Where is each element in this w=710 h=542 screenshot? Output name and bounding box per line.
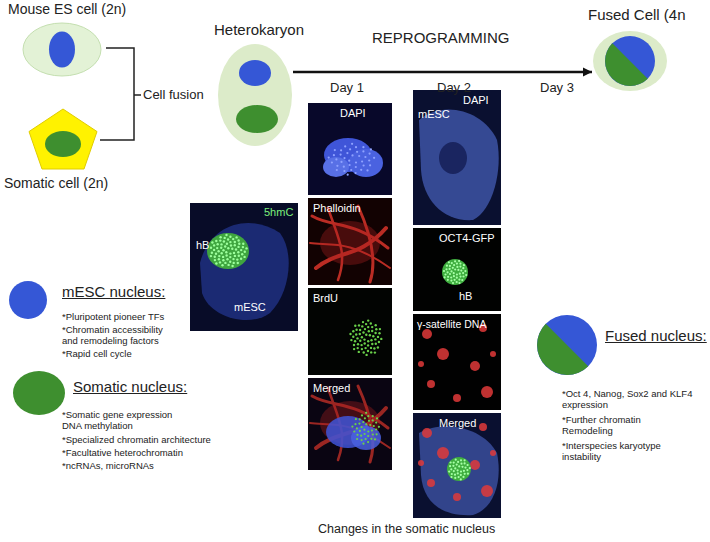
legend-heading: mESC nucleus: <box>62 283 165 301</box>
micrograph-panel: 5hmC hB mESC <box>190 203 298 331</box>
panel-label: γ-satellite DNA <box>417 318 486 330</box>
micrograph-panel: Merged <box>413 413 501 518</box>
micrograph-panel: DAPI mESC <box>413 90 501 225</box>
micrograph-panel: Merged <box>308 378 392 470</box>
heterokaryon-cell: Heterokaryon <box>217 43 293 147</box>
stage-label: Day 3 <box>540 80 574 95</box>
legend-heading: Fused nucleus: <box>605 327 707 345</box>
stage-label: REPROGRAMMING <box>372 29 510 47</box>
bullet-note: *Oct 4, Nanog, Sox2 and KLF4 expression <box>562 388 704 410</box>
bullet-note: *Further chromatin Remodeling <box>562 414 674 436</box>
bracket-stem <box>134 94 141 96</box>
bullet-note: *Pluripotent pioneer TFs <box>62 311 212 322</box>
micrograph-panel: DAPI <box>308 103 392 195</box>
micrograph-panel: γ-satellite DNA <box>413 314 501 410</box>
micrograph-panel: Phalloidin <box>308 198 392 285</box>
bullet-note: *Specialized chromatin architecture <box>62 434 252 445</box>
panel-label: Merged <box>439 417 476 430</box>
panel-label: Phalloidin <box>313 202 361 215</box>
panel-label: mESC <box>418 108 450 121</box>
bullet-note: *Rapid cell cycle <box>62 348 212 359</box>
panel-label: hB <box>459 290 472 303</box>
panel-label: OCT4-GFP <box>439 232 495 245</box>
figure-caption: Changes in the somatic nucleus <box>318 522 495 537</box>
somatic-cell: Somatic cell (2n) <box>28 108 98 170</box>
reprogramming-arrow <box>293 68 592 77</box>
bracket-line <box>100 48 134 140</box>
arrow-head <box>583 68 592 77</box>
bullet-note: *Facultative heterochromatin <box>62 447 252 458</box>
panel-label: 5hmC <box>264 206 293 219</box>
bullet-note: *Somatic gene expression DNA methylation <box>62 409 184 431</box>
cell-label: Mouse ES cell (2n) <box>8 1 126 18</box>
legend-heading: Somatic nucleus: <box>73 378 187 396</box>
somatic-cell-shape <box>28 108 98 170</box>
fused-cell-shape <box>592 30 668 92</box>
bullet-note: *ncRNAs, microRNAs <box>62 460 252 471</box>
heterokaryon-cell-shape <box>217 43 293 147</box>
cell-label: Heterokaryon <box>214 21 304 39</box>
stage-label: Day 1 <box>330 80 364 95</box>
micrograph-panel: BrdU <box>308 288 392 375</box>
cell-label: Somatic cell (2n) <box>4 175 108 192</box>
es-cell-shape <box>22 22 102 77</box>
legend-swatch <box>536 314 598 376</box>
legend-swatch <box>12 370 66 416</box>
panel-label: Merged <box>313 382 350 395</box>
stage-label: Cell fusion <box>143 87 204 102</box>
bullet-note: *Interspecies karyotype instability <box>562 440 674 462</box>
panel-label: DAPI <box>463 94 489 107</box>
stage-label: Day 2 <box>437 80 471 95</box>
cell-label: Fused Cell (4n <box>588 6 686 24</box>
micrograph-panel: OCT4-GFP hB <box>413 228 501 311</box>
es-cell: Mouse ES cell (2n) <box>22 22 102 77</box>
fused-cell: Fused Cell (4n <box>592 30 668 92</box>
panel-label: BrdU <box>313 292 338 305</box>
arrow-line <box>293 71 592 74</box>
legend-swatch <box>8 280 48 320</box>
panel-label: hB <box>196 239 209 252</box>
panel-label: mESC <box>234 301 266 314</box>
panel-label: DAPI <box>340 107 366 120</box>
bullet-note: *Chromatin accessibility and remodeling … <box>62 324 174 346</box>
